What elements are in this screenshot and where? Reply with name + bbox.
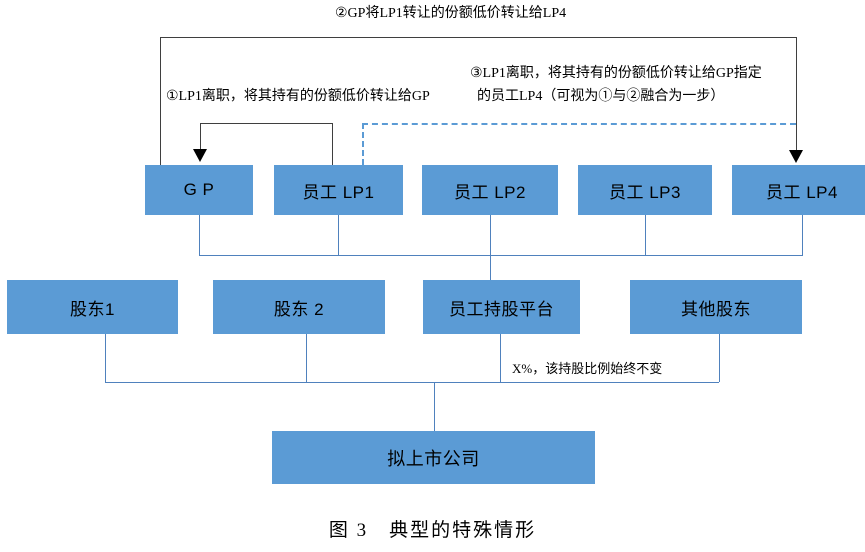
figure-caption: 图 3 典型的特殊情形 [328,520,537,541]
node-shareholder-2-label: 股东 2 [273,299,325,319]
connector-bus-to-platform [490,255,491,280]
annotation-step-2: ②GP将LP1转让的份额低价转让给LP4 [335,6,567,21]
node-gp[interactable]: G P [145,165,253,215]
arrowhead-to-lp4 [789,150,803,163]
connector-shareholder1-down [105,334,106,382]
connector-lp4-down [802,215,803,255]
annotation-step-3-line1: ③LP1离职，将其持有的份额低价转让给GP指定 [470,66,762,81]
node-lp1-label: 员工 LP1 [302,182,375,202]
connector-step1-lp1-riser [332,123,333,165]
node-lp1[interactable]: 员工 LP1 [274,165,403,215]
node-shareholder-1-label: 股东1 [70,299,115,319]
node-lp4-label: 员工 LP4 [766,182,838,202]
node-listed-company[interactable]: 拟上市公司 [272,431,595,484]
connector-lp1-down [338,215,339,255]
connector-step1-gp-drop [200,123,201,149]
connector-bus-to-company [434,382,435,431]
connector-platform-down [500,334,501,382]
annotation-percent-note: X%，该持股比例始终不变 [512,361,663,376]
connector-step3-rail-dashed [362,123,796,125]
node-other-shareholders-label: 其他股东 [681,299,751,319]
node-employee-platform[interactable]: 员工持股平台 [423,280,580,334]
node-employee-platform-label: 员工持股平台 [449,299,554,319]
node-other-shareholders[interactable]: 其他股东 [630,280,802,334]
connector-step2-right-drop [796,37,797,150]
connector-step2-left-drop [160,37,161,165]
connector-shareholders-bus [105,382,719,383]
annotation-step-3-line2: 的员工LP4（可视为①与②融合为一步） [477,89,725,104]
connector-lp3-down [645,215,646,255]
connector-step1-rail [200,123,333,124]
node-lp3-label: 员工 LP3 [609,182,681,202]
node-shareholder-2[interactable]: 股东 2 [213,280,385,334]
connector-other-down [719,334,720,382]
connector-partners-bus [199,255,803,256]
node-lp4[interactable]: 员工 LP4 [732,165,865,215]
node-lp2-label: 员工 LP2 [454,182,526,202]
annotation-step-1: ①LP1离职，将其持有的份额低价转让给GP [166,89,430,104]
connector-step3-lp1-riser-dashed [362,123,364,165]
arrowhead-to-gp [193,149,207,162]
connector-shareholder2-down [306,334,307,382]
node-gp-label: G P [183,180,215,199]
node-lp3[interactable]: 员工 LP3 [578,165,712,215]
connector-lp2-down [490,215,491,255]
connector-gp-down [199,215,200,255]
node-listed-company-label: 拟上市公司 [387,448,480,469]
connector-step2-top-rail [160,37,796,38]
node-lp2[interactable]: 员工 LP2 [422,165,558,215]
node-shareholder-1[interactable]: 股东1 [7,280,178,334]
